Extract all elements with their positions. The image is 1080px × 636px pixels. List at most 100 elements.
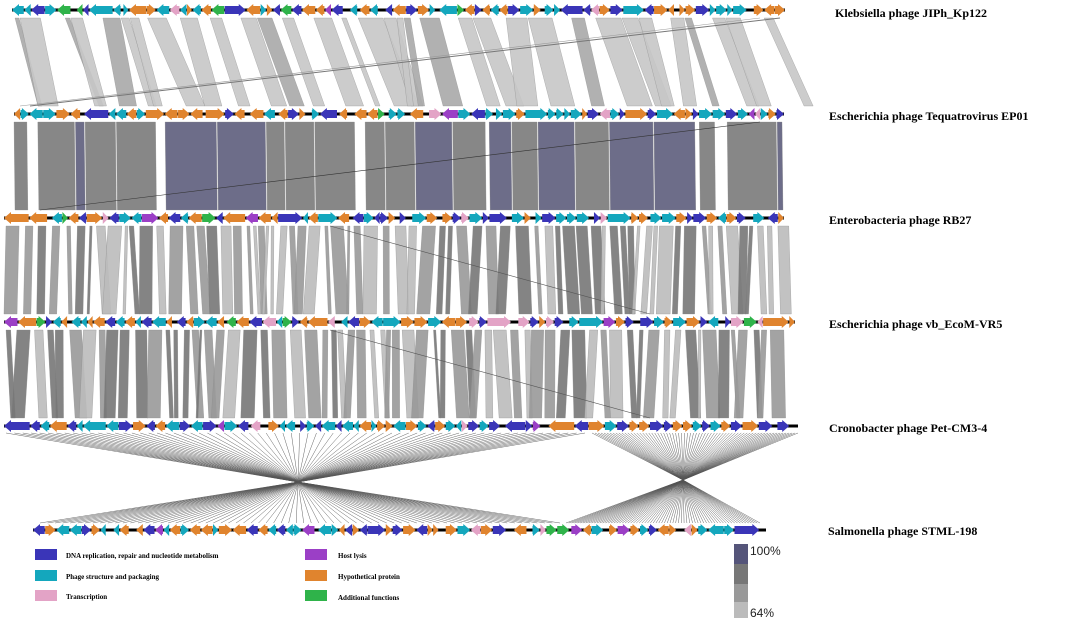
scale-band-2	[734, 564, 748, 584]
gene-arrow	[748, 108, 755, 120]
gene-arrow	[179, 420, 191, 432]
gene-arrow	[569, 316, 579, 328]
gene-arrow	[579, 316, 604, 328]
gene-arrow	[439, 4, 457, 16]
link-0-1	[638, 17, 675, 107]
gene-arrow	[461, 212, 469, 224]
gene-arrow	[193, 316, 206, 328]
gene-arrow	[285, 420, 296, 432]
gene-arrow	[664, 316, 673, 328]
gene-arrow	[566, 212, 577, 224]
gene-arrow	[702, 420, 710, 432]
gene-arrow	[401, 316, 414, 328]
gene-arrow	[474, 4, 482, 16]
link-3-4	[643, 329, 660, 419]
gene-arrow	[693, 212, 707, 224]
gene-arrow	[218, 524, 233, 536]
link-2-3	[600, 225, 606, 315]
gene-arrow	[669, 524, 677, 536]
genome-label-vr5: Escherichia phage vb_EcoM-VR5	[829, 317, 1002, 331]
gene-arrow	[516, 108, 525, 120]
link-2-3	[631, 225, 641, 315]
gene-arrow	[691, 524, 698, 536]
link-2-3	[717, 225, 728, 315]
gene-arrow	[331, 524, 339, 536]
link-3-4	[135, 329, 149, 419]
gene-arrow	[56, 108, 70, 120]
gene-arrow	[548, 420, 575, 432]
gene-arrow	[246, 524, 258, 536]
gene-arrow	[712, 108, 726, 120]
gene-arrow	[189, 524, 201, 536]
gene-arrow	[179, 4, 187, 16]
gene-arrow	[482, 212, 489, 224]
gene-arrow	[115, 108, 127, 120]
scale-band-3	[734, 584, 748, 602]
gene-arrow	[190, 108, 203, 120]
link-2-3	[74, 225, 86, 315]
gene-arrow	[417, 4, 430, 16]
gene-arrow	[576, 212, 590, 224]
gene-arrow	[245, 212, 258, 224]
gene-arrow	[571, 524, 583, 536]
gene-arrow	[692, 420, 702, 432]
link-3-4	[609, 329, 624, 419]
link-2-3	[23, 225, 34, 315]
link-2-3	[102, 225, 122, 315]
gene-arrow	[468, 420, 480, 432]
gene-arrow	[70, 108, 81, 120]
link-1-2	[217, 121, 267, 211]
link-0-1	[458, 17, 501, 107]
gene-arrow	[31, 4, 45, 16]
gene-arrow	[292, 316, 300, 328]
gene-arrow	[426, 212, 438, 224]
gene-arrow	[403, 524, 416, 536]
gene-arrow	[682, 420, 693, 432]
gene-arrow	[743, 316, 757, 328]
synteny-links	[3, 17, 814, 524]
gene-arrow	[441, 316, 456, 328]
gene-arrow	[416, 524, 428, 536]
legend-label-additional: Additional functions	[338, 594, 400, 602]
gene-arrow	[371, 316, 383, 328]
link-3-4	[240, 329, 258, 419]
link-3-4	[697, 329, 702, 419]
gene-arrow	[710, 420, 721, 432]
gene-arrow	[17, 316, 37, 328]
gene-arrow	[51, 212, 62, 224]
link-1-2	[266, 121, 286, 211]
gene-arrow	[45, 524, 56, 536]
genome-track	[14, 108, 784, 120]
gene-arrow	[717, 212, 727, 224]
link-3-4	[211, 329, 225, 419]
gene-arrow	[133, 420, 146, 432]
gene-arrow	[429, 108, 442, 120]
legend-swatch-structure	[35, 570, 57, 581]
link-3-4	[182, 329, 190, 419]
gene-arrow	[49, 420, 67, 432]
gene-arrow	[489, 420, 501, 432]
gene-arrow	[644, 4, 654, 16]
gene-arrow	[458, 108, 471, 120]
gene-arrow	[169, 524, 181, 536]
genome-label-rb27: Enterobacteria phage RB27	[829, 213, 971, 227]
gene-arrow	[708, 316, 719, 328]
gene-arrow	[109, 212, 119, 224]
gene-arrow	[180, 524, 190, 536]
link-2-3	[206, 225, 220, 315]
link-3-4	[757, 329, 767, 419]
gene-arrow	[45, 4, 57, 16]
gene-arrow	[617, 524, 630, 536]
gene-arrow	[692, 108, 699, 120]
gene-arrow	[640, 316, 654, 328]
link-2-3	[515, 225, 533, 315]
gene-arrow	[301, 4, 316, 16]
gene-arrow	[757, 316, 763, 328]
gene-arrow	[673, 316, 687, 328]
gene-arrow	[378, 108, 385, 120]
gene-arrow	[260, 4, 267, 16]
link-0-1	[725, 17, 772, 107]
gene-arrow	[308, 212, 318, 224]
link-2-3	[36, 225, 47, 315]
link-2-3	[534, 225, 543, 315]
